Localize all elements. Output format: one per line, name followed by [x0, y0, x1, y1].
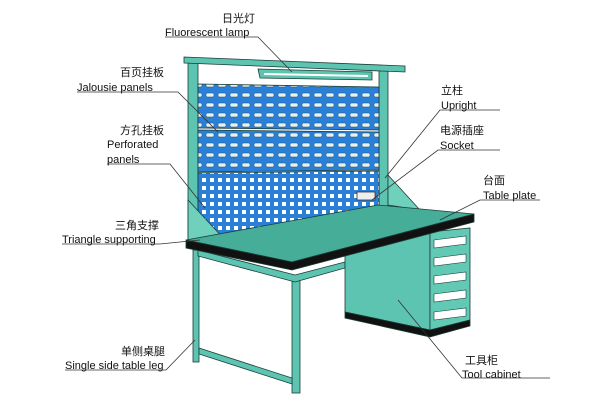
drawers	[433, 235, 467, 321]
jalousie-panel-lower	[197, 129, 380, 173]
label-socket-zh: 电源插座	[440, 125, 484, 137]
label-jalousie-zh: 百页挂板	[120, 67, 164, 79]
label-jalousie-en: Jalousie panels	[77, 82, 153, 94]
label-lamp-zh: 日光灯	[222, 13, 255, 25]
label-leg-zh: 单侧桌腿	[121, 346, 165, 358]
label-table-plate-en: Table plate	[483, 190, 537, 202]
leader-lines	[62, 36, 550, 379]
label-perforated-en1: Perforated	[107, 139, 159, 151]
label-perforated-zh: 方孔挂板	[120, 125, 164, 137]
label-table-plate-zh: 台面	[483, 175, 505, 187]
label-upright-en: Upright	[441, 100, 477, 112]
label-perforated-en2: panels	[107, 154, 140, 166]
label-leg-en: Single side table leg	[65, 360, 164, 372]
label-triangle-zh: 三角支撑	[115, 220, 159, 232]
label-cabinet-en: Tool cabinet	[462, 369, 521, 381]
triangle-support-right	[387, 173, 422, 211]
label-upright-zh: 立柱	[441, 85, 463, 97]
label-socket-en: Socket	[440, 140, 474, 152]
left-leg	[192, 249, 200, 363]
cabinet-base	[344, 311, 471, 338]
top-shelf	[183, 56, 406, 73]
front-leg	[291, 274, 301, 394]
label-cabinet-zh: 工具柜	[465, 355, 498, 367]
bottom-rail	[198, 347, 293, 385]
label-lamp-en: Fluorescent lamp	[165, 27, 250, 39]
jalousie-panel-upper	[197, 83, 380, 131]
table-edge	[185, 213, 475, 271]
label-triangle-en: Triangle supporting	[62, 234, 156, 246]
socket	[356, 191, 376, 201]
